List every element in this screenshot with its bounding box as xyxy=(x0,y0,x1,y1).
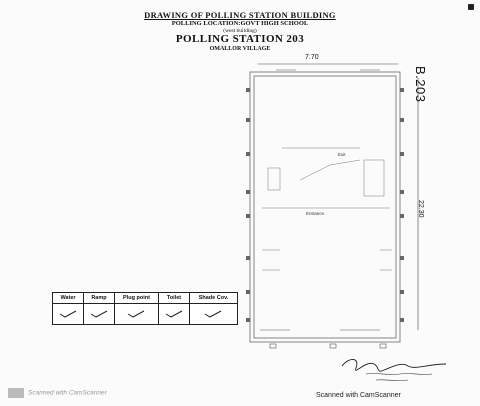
check-icon xyxy=(165,310,183,318)
scanner-watermark-left: Scanned with CamScanner xyxy=(8,388,107,398)
village-name: OMALLOR VILLAGE xyxy=(209,46,271,52)
check-icon xyxy=(59,310,77,318)
checklist-header-row: Water Ramp Plug point Toilet Shade Cov. xyxy=(52,292,239,304)
checklist-header-ramp: Ramp xyxy=(82,292,115,304)
camscanner-logo-icon xyxy=(8,388,24,398)
checklist-cell xyxy=(113,303,160,325)
entrance-label: Entrance xyxy=(306,211,325,216)
polling-location: POLLING LOCATION:GOVT HIGH SCHOOL xyxy=(171,20,309,27)
facility-checklist: Water Ramp Plug point Toilet Shade Cov. xyxy=(52,292,239,325)
check-icon xyxy=(90,310,108,318)
check-icon xyxy=(128,310,145,318)
checklist-cell xyxy=(52,303,84,325)
checklist-tick-row xyxy=(52,303,239,325)
corner-mark xyxy=(468,4,474,10)
width-dimension: 7.70 xyxy=(305,54,319,61)
checklist-header-shade: Shade Cov. xyxy=(188,292,239,304)
checklist-header-plug-point: Plug point xyxy=(113,292,160,304)
checklist-cell xyxy=(188,303,239,325)
checklist-header-toilet: Toilet xyxy=(158,292,190,304)
checklist-cell xyxy=(158,303,190,325)
signature xyxy=(341,359,447,382)
checklist-header-water: Water xyxy=(52,292,84,304)
check-icon xyxy=(205,310,222,318)
checklist-cell xyxy=(82,303,115,325)
scanner-watermark-right: Scanned with CamScanner xyxy=(316,392,401,399)
building-note: (west building) xyxy=(223,28,257,34)
scanner-text-left: Scanned with CamScanner xyxy=(28,389,107,397)
drawing-title: DRAWING OF POLLING STATION BUILDING xyxy=(144,10,336,20)
exit-label: Exit xyxy=(338,152,346,157)
polling-station-title: POLLING STATION 203 xyxy=(175,33,305,45)
